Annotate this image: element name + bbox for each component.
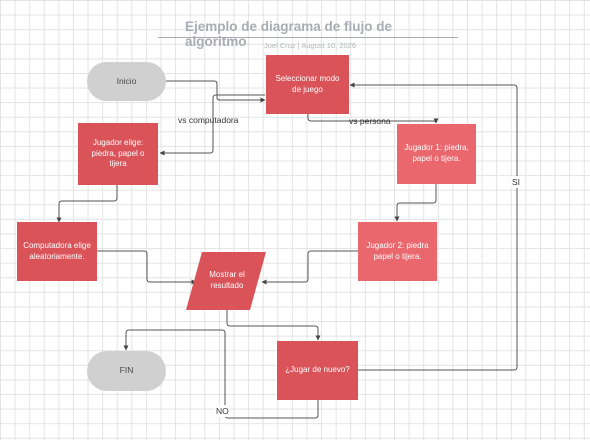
label-no: NO [215, 405, 230, 417]
jugador-1-label: Jugador 1: piedra, papel o tijera. [404, 143, 469, 163]
edge-vs-persona [307, 114, 439, 124]
edge-si [349, 82, 518, 371]
label-vs-persona: vs persona [349, 116, 391, 126]
inicio-label: Inicio [116, 75, 137, 86]
edge-vs-computadora [159, 94, 265, 156]
fin-label: FIN [119, 365, 134, 376]
diagram-subtitle: Joel Cruz | August 10, 2026 [263, 41, 356, 50]
edge-jugador-computadora [56, 185, 118, 223]
label-vs-computadora: vs computadora [178, 115, 239, 125]
computadora-box[interactable]: Computadora elige aleatoriamente. [17, 222, 97, 281]
fin-terminal[interactable]: FIN [87, 351, 166, 391]
edge-computadora-mostrar [97, 250, 197, 285]
inicio-terminal[interactable]: Inicio [87, 62, 166, 101]
jugador-elige-box[interactable]: Jugador elige: piedra, papel o tijera [78, 123, 158, 185]
edge-jugador1-jugador2 [394, 184, 437, 222]
jugar-de-nuevo-label: ¿Jugar de nuevo? [285, 365, 350, 375]
edge-inicio-seleccionar [166, 80, 266, 103]
jugador-1-box[interactable]: Jugador 1: piedra, papel o tijera. [397, 124, 476, 184]
jugar-de-nuevo-box[interactable]: ¿Jugar de nuevo? [277, 341, 358, 400]
label-si: SI [511, 176, 522, 188]
edge-mostrar-jugar [226, 310, 321, 341]
mostrar-resultado-label-wrap: Mostrar el resultado [196, 252, 258, 310]
edge-no [123, 329, 319, 419]
title-divider [158, 37, 458, 38]
seleccionar-modo-box[interactable]: Seleccionar modo de juego [266, 55, 349, 114]
jugador-2-label: Jugador 2: piedra papel o tijera. [366, 240, 429, 261]
jugador-2-box[interactable]: Jugador 2: piedra papel o tijera. [358, 222, 437, 281]
computadora-label: Computadora elige aleatoriamente. [23, 240, 91, 261]
edge-jugador2-mostrar [261, 250, 358, 285]
seleccionar-modo-label: Seleccionar modo de juego [275, 73, 340, 94]
mostrar-resultado-label: Mostrar el resultado [209, 270, 245, 290]
mostrar-resultado-shape[interactable] [186, 252, 268, 312]
jugador-elige-label: Jugador elige: piedra, papel o tijera [91, 137, 145, 169]
